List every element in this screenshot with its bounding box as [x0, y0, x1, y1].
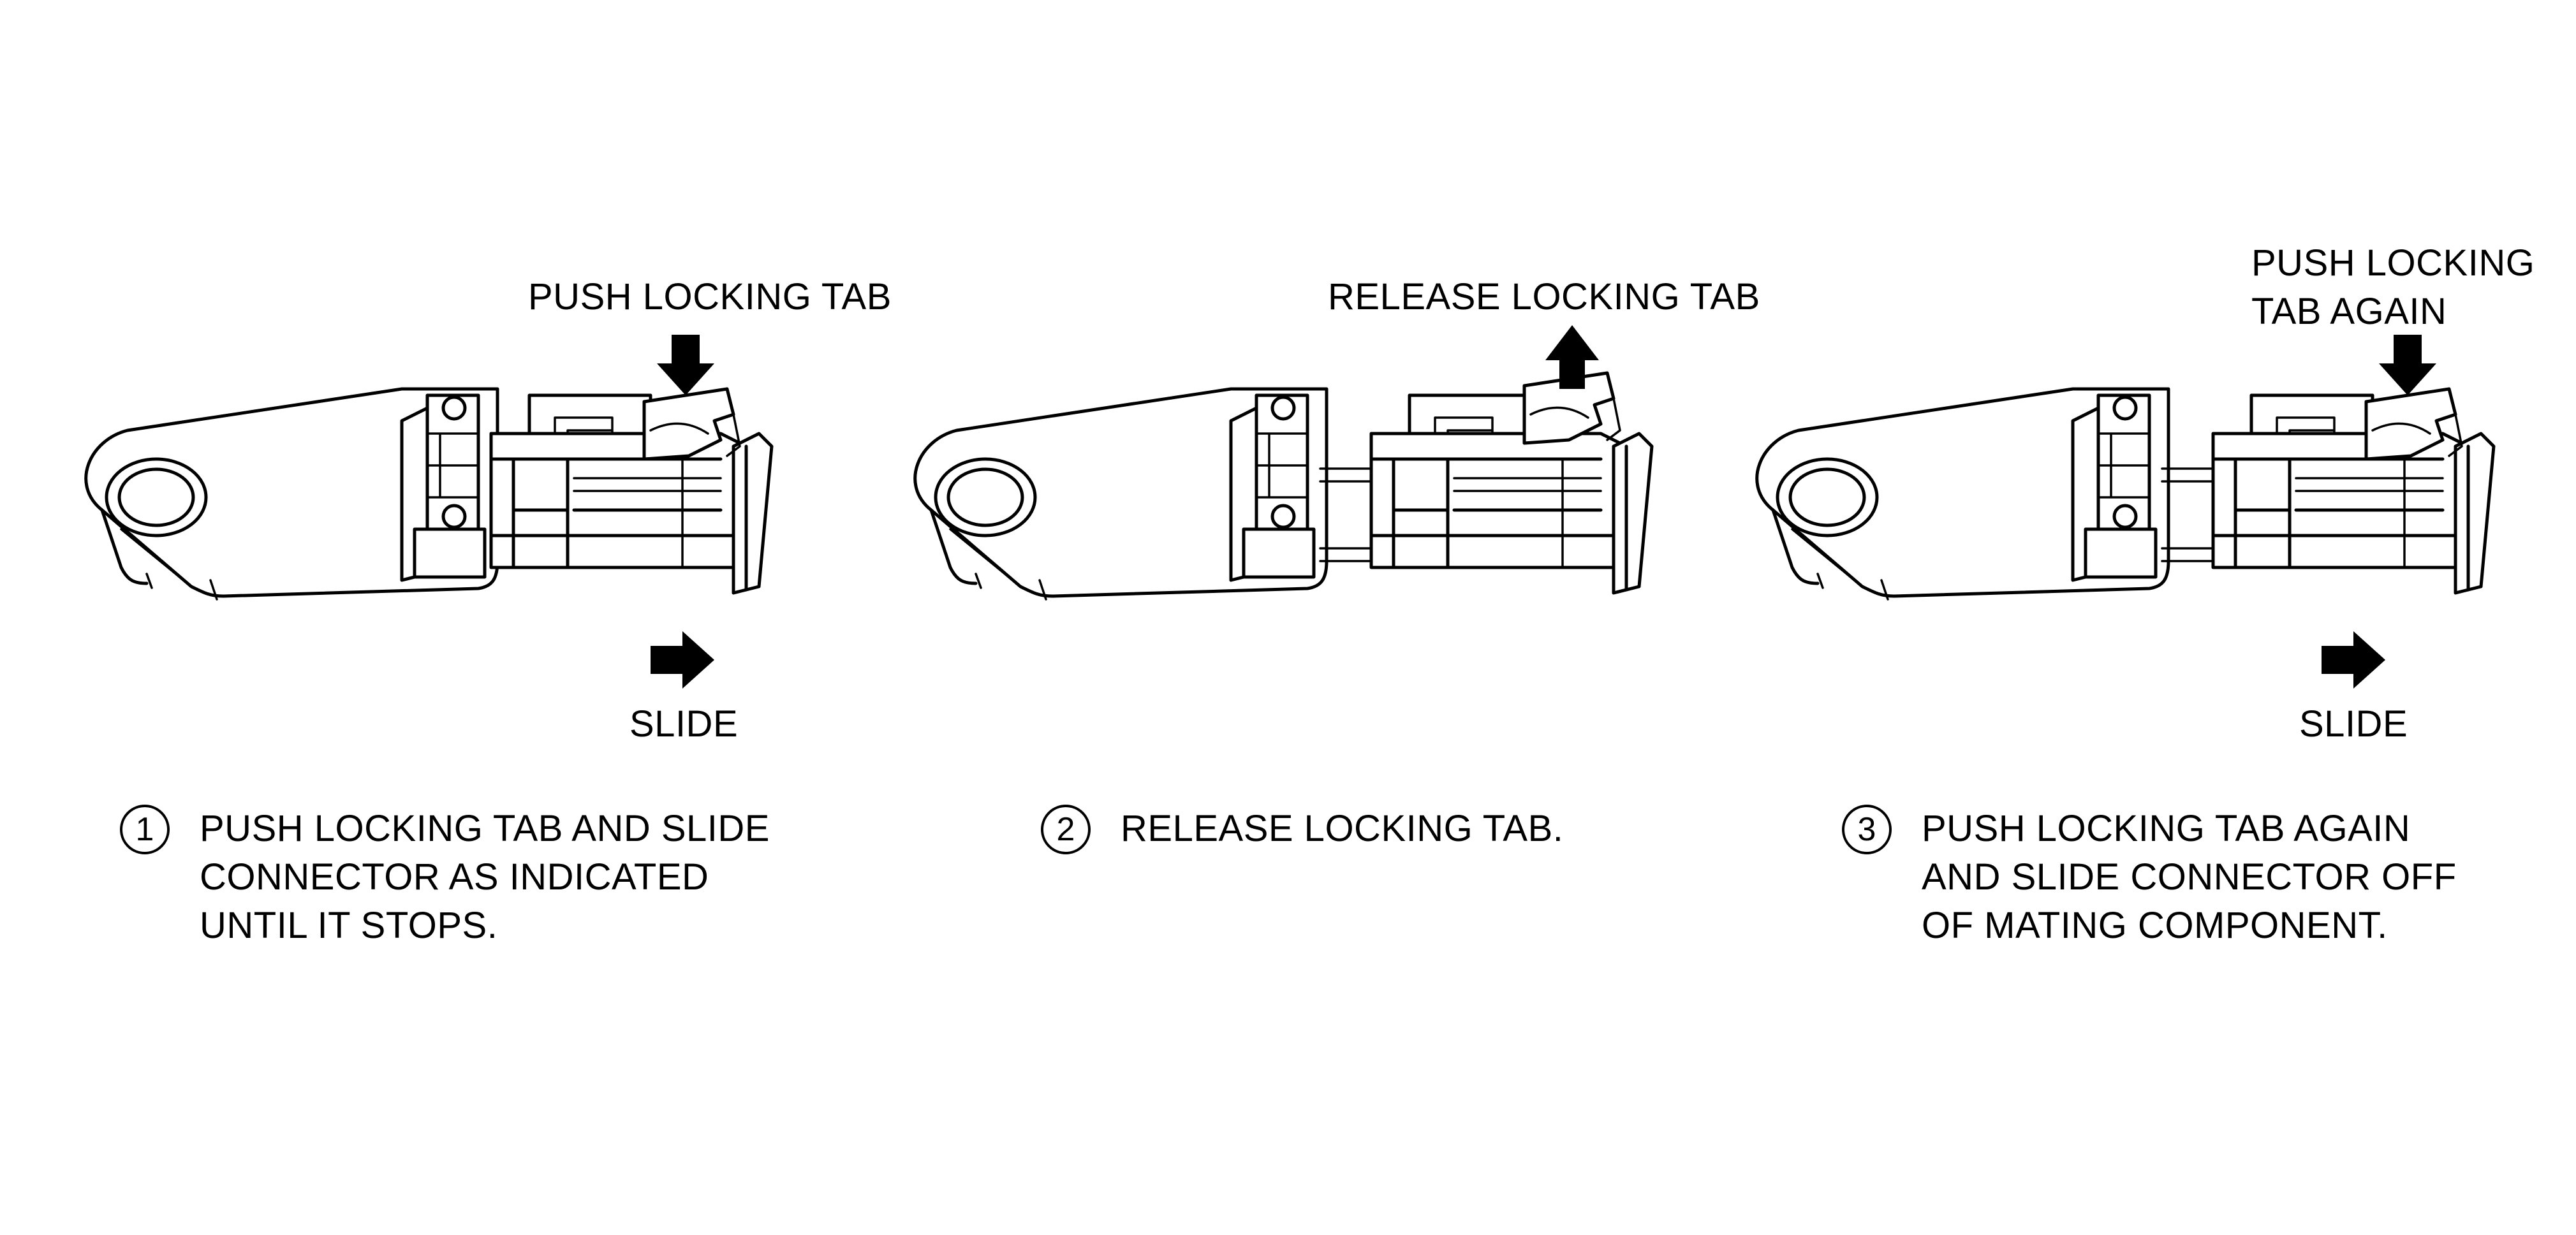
slide-label: SLIDE [629, 703, 739, 745]
step-text: PUSH LOCKING TAB AND SLIDE CONNECTOR AS … [200, 808, 770, 946]
step-text: PUSH LOCKING TAB AGAIN AND SLIDE CONNECT… [1922, 808, 2457, 946]
lug-hole-top [1270, 395, 1296, 421]
connector-body-lines [489, 457, 748, 569]
slide-right-arrow [651, 631, 714, 689]
housing-contour [1791, 528, 1889, 601]
connector-body [2211, 432, 2470, 569]
locking-tab-detail [1529, 397, 1621, 441]
lug-hole-top [441, 395, 467, 421]
connector-plug [2161, 387, 2496, 595]
sensor-housing [913, 387, 1328, 598]
mounting-hole-inner [946, 467, 1024, 527]
terminal-rails [1319, 467, 1373, 562]
push-down-arrow [657, 335, 714, 395]
connector-body [1369, 432, 1628, 569]
connector-end-flange [732, 432, 774, 595]
housing-edge [929, 508, 978, 585]
lug-hole-bottom [1270, 504, 1296, 529]
housing-contour [949, 528, 1047, 601]
panel-1-connector-drawing [84, 335, 774, 689]
slide-label: SLIDE [2299, 703, 2408, 745]
step-number-badge: 2 [1041, 805, 1091, 854]
housing-edge [100, 508, 149, 585]
callout-push-locking-tab: PUSH LOCKING TAB [528, 276, 892, 318]
connector-body-lines [2211, 457, 2470, 569]
socket-base [2084, 527, 2158, 579]
connector-assembly [84, 335, 774, 689]
slide-right-arrow [2322, 631, 2385, 689]
connector-end-flange [1612, 432, 1654, 595]
connector-plug [1319, 371, 1654, 595]
push-down-arrow [2379, 335, 2436, 395]
locking-tab-detail [2371, 413, 2463, 457]
panel-3-connector-drawing [1755, 335, 2496, 689]
socket-base [1242, 527, 1316, 579]
connector-body [489, 432, 748, 569]
lug-hole-bottom [441, 504, 467, 529]
connector-assembly [1755, 335, 2496, 689]
step-number-badge: 3 [1842, 805, 1892, 854]
panel-2-connector-drawing [913, 325, 1654, 601]
step-text: RELEASE LOCKING TAB. [1121, 808, 1564, 849]
callout-push-locking-tab-again: PUSH LOCKING TAB AGAIN [2251, 242, 2535, 332]
release-up-arrow [1545, 325, 1599, 389]
connector-body-detail [1453, 458, 1602, 569]
locking-tab-detail [649, 413, 741, 457]
mounting-hole-inner [117, 467, 195, 527]
lug-ribs [1255, 432, 1309, 499]
connector-plug [489, 387, 774, 595]
connector-body-lines [1369, 457, 1628, 569]
connector-end-flange [2454, 432, 2496, 595]
housing-contour [120, 528, 218, 601]
connector-body-detail [573, 458, 722, 569]
lug-ribs [2097, 432, 2151, 499]
lug-hole-top [2112, 395, 2138, 421]
socket-base [413, 527, 487, 579]
step-number-badge: 1 [120, 805, 170, 854]
lug-ribs [426, 432, 480, 499]
connector-body-detail [2295, 458, 2444, 569]
callout-release-locking-tab: RELEASE LOCKING TAB [1328, 276, 1760, 318]
housing-edge [1771, 508, 1820, 585]
sensor-housing [1755, 387, 2170, 598]
mounting-hole-inner [1788, 467, 1866, 527]
terminal-rails [2161, 467, 2214, 562]
connector-assembly [913, 325, 1654, 601]
lug-hole-bottom [2112, 504, 2138, 529]
